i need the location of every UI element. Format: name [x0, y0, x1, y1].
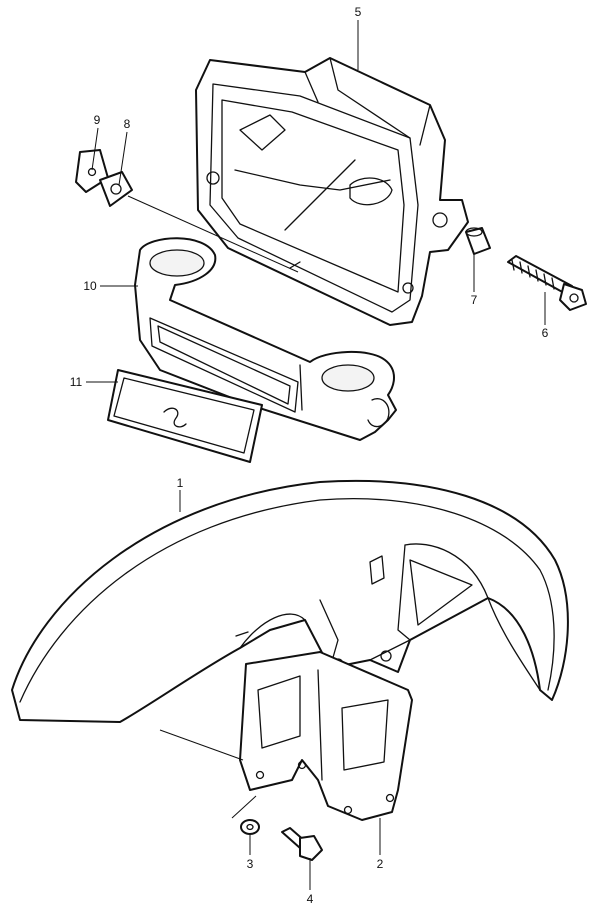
callout-8: 8: [124, 117, 131, 131]
callout-4: 4: [307, 892, 314, 906]
fender-brace[interactable]: [239, 651, 413, 821]
reflector-lens[interactable]: [107, 369, 263, 463]
callout-3: 3: [247, 857, 254, 871]
callout-1: 1: [177, 476, 184, 490]
rubber-washer[interactable]: [99, 171, 133, 207]
callout-5: 5: [355, 5, 362, 19]
fender-screw[interactable]: [281, 827, 323, 861]
callout-10: 10: [83, 279, 97, 293]
callout-7: 7: [471, 293, 478, 307]
flat-washer[interactable]: [240, 819, 260, 835]
callout-2: 2: [377, 857, 384, 871]
spacer-collar[interactable]: [465, 227, 491, 255]
mounting-bolt[interactable]: [507, 255, 587, 311]
callout-6: 6: [542, 326, 549, 340]
callout-labels: 5 9 8 10 11 7 6 1 2 3 4: [70, 5, 549, 906]
headlamp-housing[interactable]: [195, 57, 469, 326]
leader-lines: [86, 20, 546, 890]
callout-11: 11: [70, 375, 83, 389]
front-fender[interactable]: [11, 479, 569, 723]
headlamp-bracket[interactable]: [134, 237, 397, 441]
callout-9: 9: [94, 113, 101, 127]
